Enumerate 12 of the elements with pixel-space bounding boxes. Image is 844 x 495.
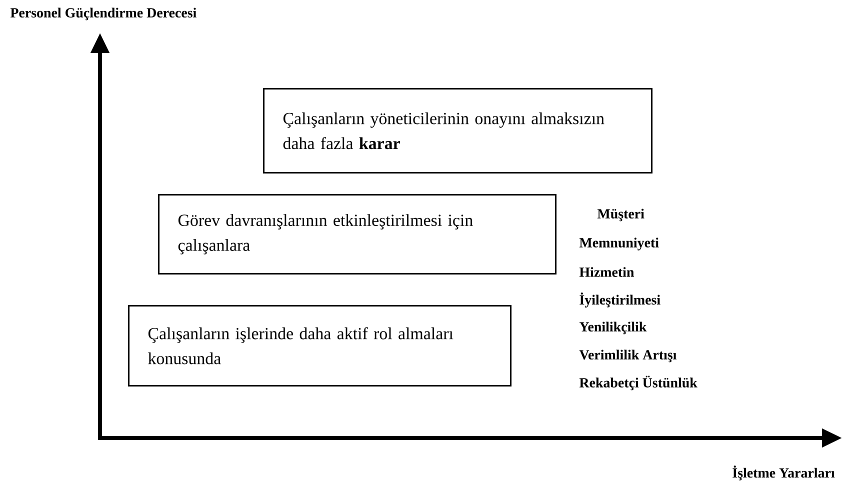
benefit-label: Verimlilik Artışı <box>579 350 676 362</box>
text-box: Çalışanların yöneticilerinin onayını almaksızın daha fazla karar <box>263 88 652 174</box>
axis-title: Personel Güçlendirme Derecesi <box>10 8 196 20</box>
benefit-label: İyileştirilmesi <box>580 292 660 308</box>
benefit-label: Memnuniyeti <box>579 238 659 250</box>
axis-title: İşletme Yararları <box>732 466 835 480</box>
benefit-label: Hizmetin <box>579 267 634 277</box>
benefit-label: Yenilikçilik <box>579 322 647 334</box>
text-box: Çalışanların işlerinde daha aktif rol almaları konusunda <box>128 304 512 386</box>
benefit-label: Müşteri <box>597 208 644 222</box>
benefit-label: Rekabetçi Üstünlük <box>579 376 698 390</box>
text-box: Görev davranışlarının etkinleştirilmesi için çalışanlara <box>158 194 556 274</box>
